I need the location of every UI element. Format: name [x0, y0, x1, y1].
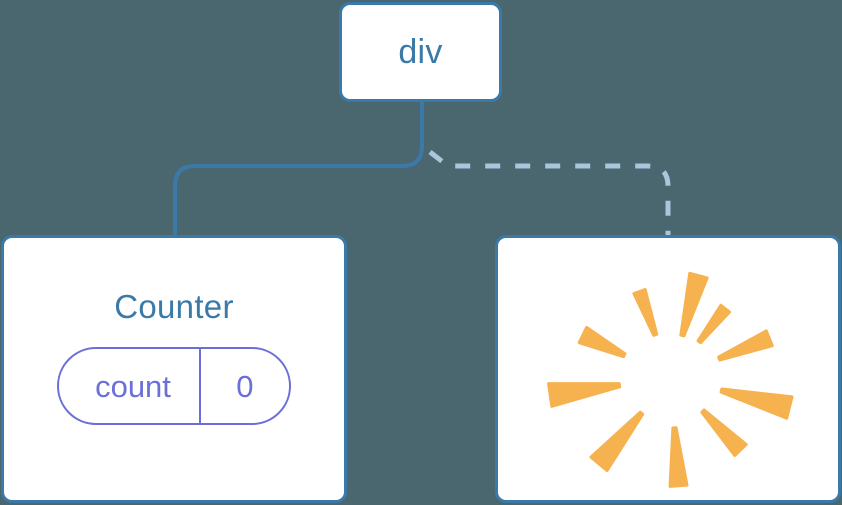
- node-burst[interactable]: [495, 235, 841, 503]
- burst-ray-0: [679, 271, 709, 338]
- sunburst-spinner-icon: [547, 271, 794, 488]
- burst-ray-3: [719, 387, 794, 420]
- burst-ray-4: [700, 408, 748, 457]
- state-pill-count[interactable]: count 0: [57, 347, 291, 425]
- burst-ray-9: [632, 288, 659, 337]
- node-div-label: div: [398, 33, 443, 71]
- burst-ray-1: [696, 303, 732, 345]
- edge-div-to-burst: [428, 150, 671, 240]
- state-pill-key: count: [59, 349, 201, 423]
- burst-ray-8: [577, 325, 627, 359]
- node-div[interactable]: div: [339, 2, 502, 102]
- burst-ray-7: [547, 382, 622, 408]
- state-pill-value: 0: [236, 368, 254, 404]
- node-counter-label: Counter: [114, 288, 234, 325]
- burst-ray-5: [668, 426, 689, 488]
- node-counter[interactable]: Counter count 0: [1, 235, 347, 503]
- burst-ray-2: [717, 329, 774, 362]
- edge-div-to-counter: [173, 98, 424, 242]
- burst-ray-6: [589, 410, 645, 473]
